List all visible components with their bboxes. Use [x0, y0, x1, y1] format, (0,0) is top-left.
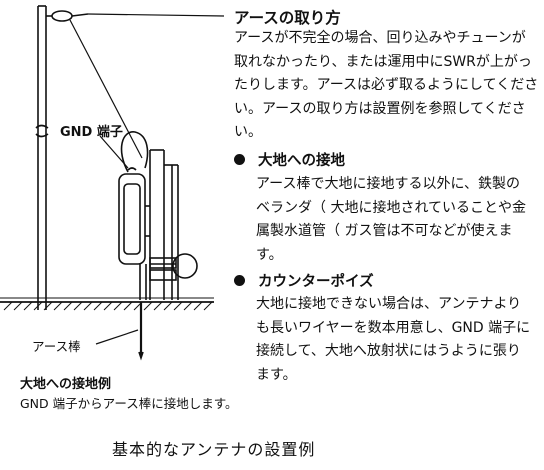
intro-line: い。	[234, 124, 262, 140]
wire-pole	[35, 5, 49, 310]
section-line: 接続して、大地へ放射状にはうように張り	[256, 343, 521, 359]
antenna-tuner-box	[118, 167, 150, 265]
section-body-counterpoise: 大地に接地できない場合は、アンテナより も長いワイヤーを数本用意し、GND 端子…	[256, 293, 542, 387]
earth-rod	[138, 302, 144, 361]
mounting-bracket	[139, 253, 198, 300]
section-line: ます。	[256, 366, 297, 383]
bullet-icon	[234, 275, 245, 286]
intro-line: 取れなかったり、または運用中にSWRが上がっ	[234, 53, 532, 70]
intro-line: たりします。アースは必ず取るようにしてくださ	[234, 77, 539, 93]
antenna-wire	[69, 13, 225, 159]
illustration-caption-title: 大地への接地例	[20, 377, 112, 392]
section-line: 属製水道管（ ガス管は不可などが使えま	[256, 223, 513, 239]
section-line: 大地に接地できない場合は、アンテナより	[256, 296, 522, 312]
section-heading-text: カウンターポイズ	[258, 274, 374, 290]
article-title: アースの取り方	[234, 9, 341, 27]
gnd-terminal-label: GND 端子	[60, 125, 123, 140]
earth-rod-label: アース棒	[32, 339, 81, 354]
bullet-icon	[234, 154, 245, 165]
intro-paragraph: アースが不完全の場合、回り込みやチューンが 取れなかったり、または運用中にSWR…	[234, 27, 540, 145]
insulator	[46, 10, 89, 22]
footer-title: 基本的なアンテナの設置例	[112, 440, 316, 459]
intro-line: アースが不完全の場合、回り込みやチューンが	[234, 30, 526, 46]
section-line: アース棒で大地に接地する以外に、鉄製の	[256, 176, 521, 192]
veranda-post	[149, 149, 179, 300]
section-line: も長いワイヤーを数本用意し、GND 端子に	[256, 319, 531, 336]
intro-line: い。アースの取り方は設置例を参照してくださ	[234, 100, 526, 117]
section-line: ベランダ（ 大地に接地されていることや金	[256, 199, 527, 216]
section-heading-ground: 大地への接地	[234, 149, 345, 170]
section-heading-text: 大地への接地	[258, 153, 345, 169]
cable-loop	[120, 131, 149, 173]
illustration-caption-body: GND 端子からアース棒に接地します。	[20, 396, 238, 411]
section-heading-counterpoise: カウンターポイズ	[234, 270, 374, 291]
section-body-ground: アース棒で大地に接地する以外に、鉄製の ベランダ（ 大地に接地されていることや金…	[256, 173, 542, 267]
earth-rod-leader	[95, 329, 139, 345]
ground-line	[0, 297, 214, 311]
section-line: す。	[256, 246, 283, 263]
